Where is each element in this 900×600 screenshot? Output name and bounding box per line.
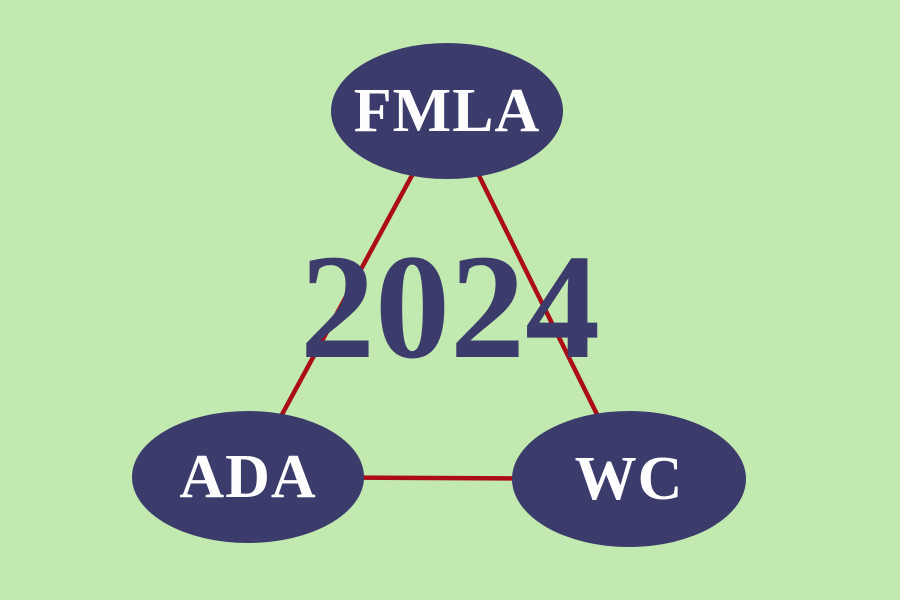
node-ada: ADA — [132, 411, 364, 543]
node-ada-label: ADA — [179, 443, 317, 511]
node-fmla-label: FMLA — [353, 77, 541, 145]
year-text: 2024 — [300, 224, 600, 390]
node-wc-label: WC — [574, 445, 684, 513]
node-fmla: FMLA — [331, 43, 563, 179]
node-wc: WC — [512, 411, 746, 547]
